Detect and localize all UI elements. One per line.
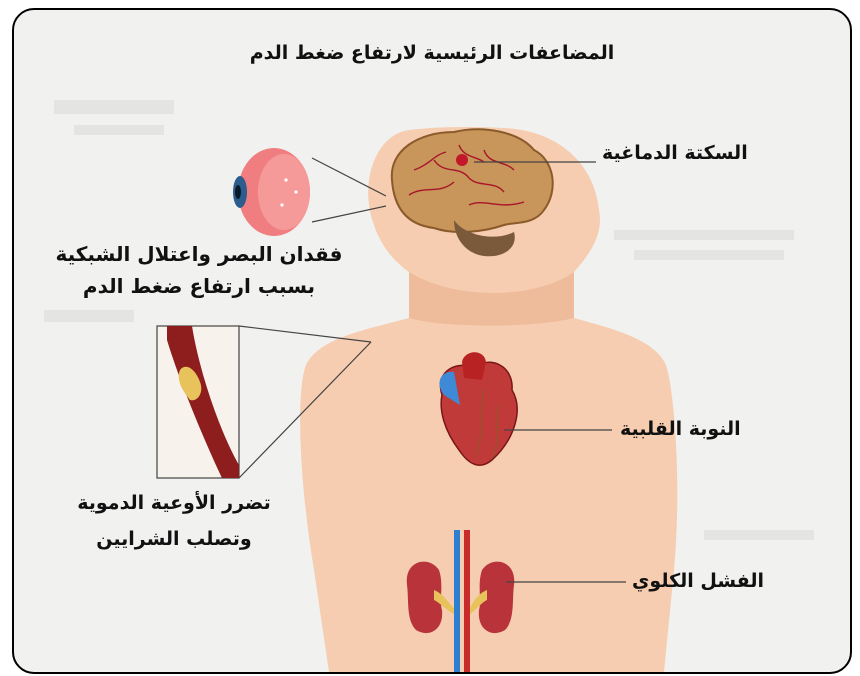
label-vision-line2: بسبب ارتفاع ضغط الدم <box>34 274 364 298</box>
label-vision-line1: فقدان البصر واعتلال الشبكية <box>34 242 364 266</box>
label-vessels-line2: وتصلب الشرايين <box>74 528 274 550</box>
diagram-frame: المضاعفات الرئيسية لارتفاع ضغط الدم السك… <box>12 8 852 674</box>
label-kidney: الفشل الكلوي <box>632 570 764 592</box>
diagram-title: المضاعفات الرئيسية لارتفاع ضغط الدم <box>14 42 850 64</box>
eye-illustration <box>233 148 310 236</box>
label-heart: النوبة القلبية <box>620 418 741 440</box>
label-vessels-line1: تضرر الأوعية الدموية <box>74 492 274 514</box>
label-stroke: السكتة الدماغية <box>602 142 748 164</box>
